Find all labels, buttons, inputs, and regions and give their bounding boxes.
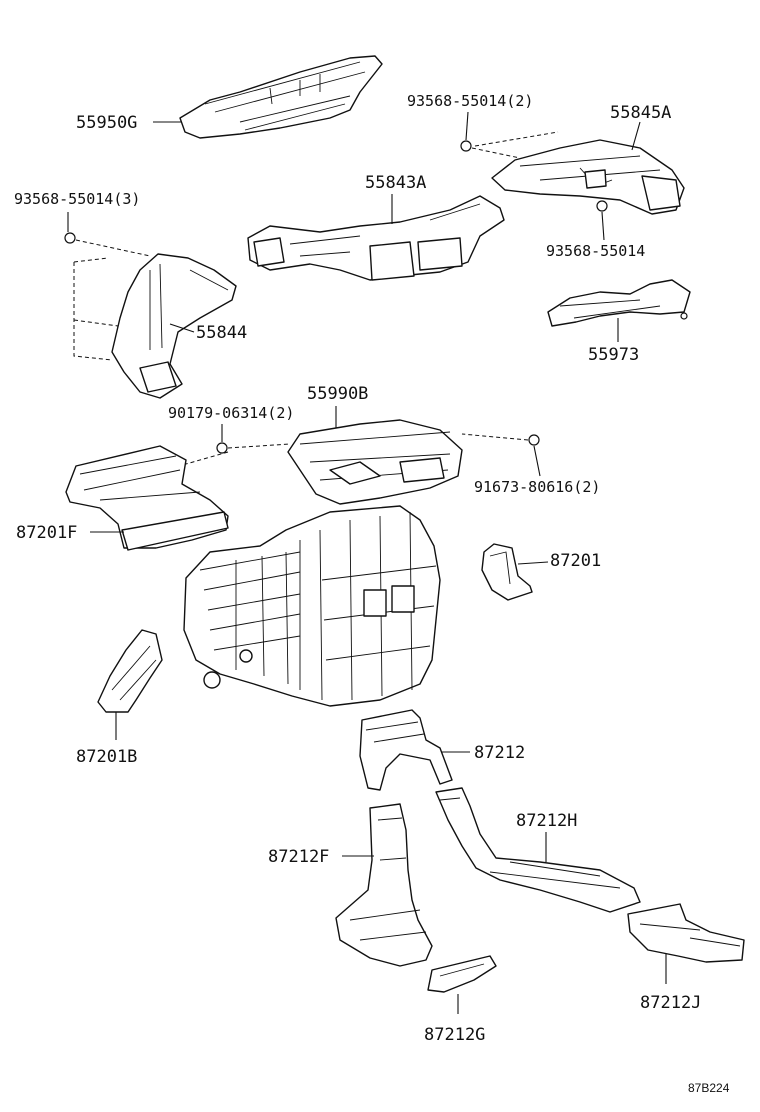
- part-55950G-duct: [179, 55, 383, 139]
- label-87201: 87201: [550, 551, 601, 571]
- part-87201B-duct: [97, 629, 163, 713]
- label-93568-55014-2: 93568-55014(2): [407, 92, 533, 110]
- label-87212G: 87212G: [424, 1025, 485, 1045]
- hvac-unit-assembly: [183, 505, 441, 707]
- label-87212: 87212: [474, 743, 525, 763]
- part-55845A-duct: [491, 139, 685, 215]
- label-93568-55014-3: 93568-55014(3): [14, 190, 140, 208]
- part-87201F-duct: [65, 445, 229, 551]
- label-90179-06314: 90179-06314(2): [168, 404, 294, 422]
- part-55973-duct: [547, 279, 691, 327]
- label-87212J: 87212J: [640, 993, 701, 1013]
- label-55990B: 55990B: [307, 384, 368, 404]
- part-87212H-duct: [435, 787, 641, 913]
- label-91673-80616: 91673-80616(2): [474, 478, 600, 496]
- label-87201B: 87201B: [76, 747, 137, 767]
- part-87212-duct: [359, 709, 453, 791]
- part-55844-duct: [111, 253, 237, 399]
- bolt-icon: [64, 232, 76, 244]
- part-87212G-duct: [427, 955, 497, 993]
- label-93568-55014: 93568-55014: [546, 242, 645, 260]
- part-87212F-duct: [335, 803, 433, 967]
- label-55973: 55973: [588, 345, 639, 365]
- part-87201-duct: [481, 543, 533, 601]
- label-87212F: 87212F: [268, 847, 329, 867]
- label-87201F: 87201F: [16, 523, 77, 543]
- label-55950G: 55950G: [76, 113, 137, 133]
- reference-code: 87B224: [688, 1081, 730, 1095]
- bolt-icon: [596, 200, 608, 212]
- bolt-icon: [528, 434, 540, 446]
- part-87212J-duct: [627, 903, 745, 963]
- label-55844: 55844: [196, 323, 247, 343]
- label-55843A: 55843A: [365, 173, 426, 193]
- bolt-icon: [460, 140, 472, 152]
- bolt-icon: [216, 442, 228, 454]
- part-55990B-duct: [287, 419, 463, 505]
- label-87212H: 87212H: [516, 811, 577, 831]
- part-55843A-duct: [247, 195, 505, 281]
- label-55845A: 55845A: [610, 103, 671, 123]
